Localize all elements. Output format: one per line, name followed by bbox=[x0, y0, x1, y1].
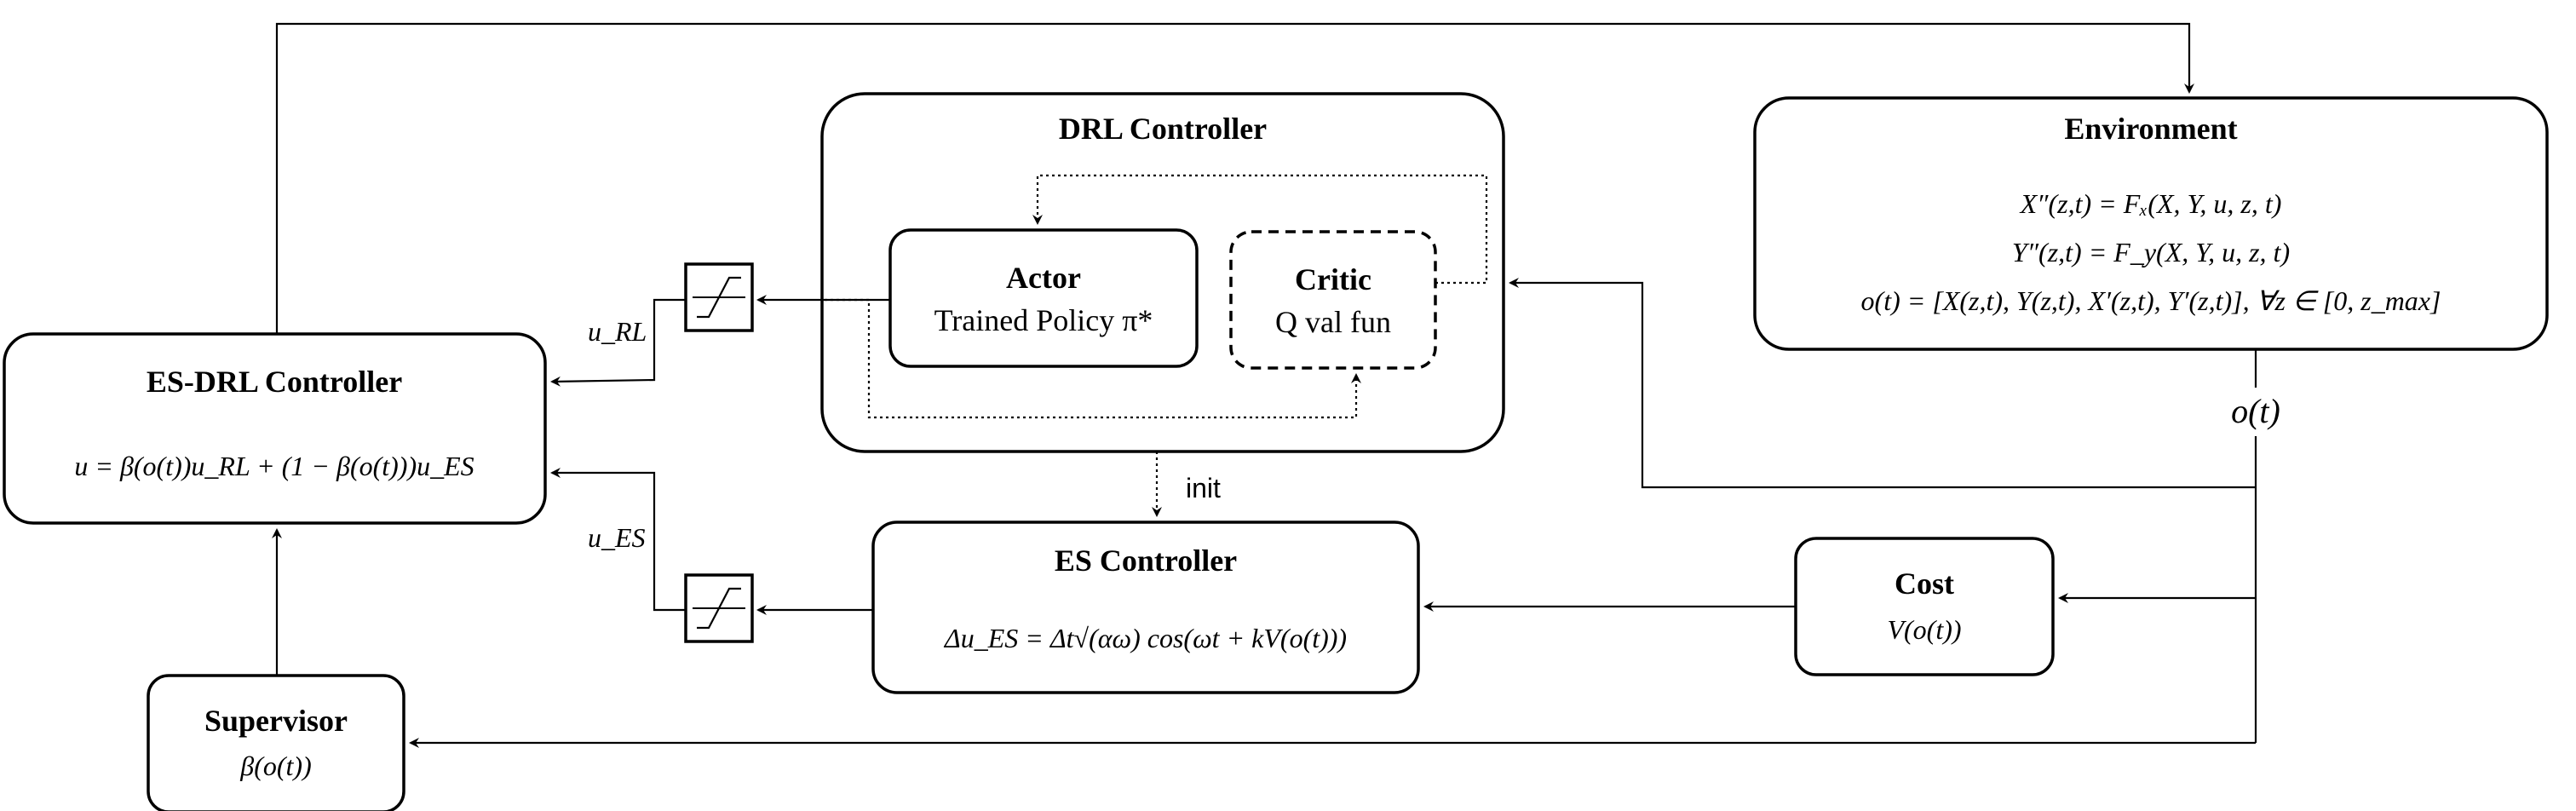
critic-title: Critic bbox=[1295, 262, 1371, 296]
es-controller-block: ES Controller Δu_ES = Δt√(αω) cos(ωt + k… bbox=[871, 521, 1420, 694]
environment-title: Environment bbox=[2064, 112, 2237, 146]
es-drl-controller-eq: u = β(o(t))u_RL + (1 − β(o(t)))u_ES bbox=[74, 451, 474, 481]
es-drl-controller-block: ES-DRL Controller u = β(o(t))u_RL + (1 −… bbox=[3, 332, 547, 525]
environment-block: Environment X″(z,t) = Fₓ(X, Y, u, z, t) … bbox=[1753, 96, 2549, 351]
label-u-rl: u_RL bbox=[588, 316, 647, 347]
label-observation: o(t) bbox=[2231, 392, 2280, 430]
supervisor-title: Supervisor bbox=[204, 704, 348, 738]
cost-block: Cost V(o(t)) bbox=[1794, 537, 2055, 676]
supervisor-block: Supervisor β(o(t)) bbox=[147, 674, 405, 811]
actor-block: Actor Trained Policy π* bbox=[888, 228, 1199, 368]
label-init: init bbox=[1186, 473, 1221, 503]
es-drl-controller-title: ES-DRL Controller bbox=[147, 365, 402, 399]
es-controller-eq: Δu_ES = Δt√(αω) cos(ωt + kV(o(t))) bbox=[943, 623, 1347, 653]
es-controller-title: ES Controller bbox=[1055, 544, 1237, 578]
edge-actor-to-critic-dotted bbox=[825, 298, 1361, 419]
critic-subtitle: Q val fun bbox=[1275, 305, 1391, 339]
actor-subtitle: Trained Policy π* bbox=[934, 303, 1153, 337]
cost-title: Cost bbox=[1895, 567, 1954, 601]
edge-observation-to-critic bbox=[1509, 278, 2256, 489]
edge-saturation-rl-to-esdrl bbox=[550, 298, 686, 387]
edge-esdrl-to-environment bbox=[275, 22, 2194, 334]
saturation-block-rl bbox=[684, 262, 754, 332]
label-u-es: u_ES bbox=[588, 522, 646, 553]
environment-eq-y: Y″(z,t) = F_y(X, Y, u, z, t) bbox=[2012, 237, 2290, 267]
environment-eq-x: X″(z,t) = Fₓ(X, Y, u, z, t) bbox=[2019, 188, 2282, 219]
edge-saturation-es-to-esdrl bbox=[550, 468, 686, 612]
saturation-block-es bbox=[684, 573, 754, 643]
critic-block: Critic Q val fun bbox=[1229, 230, 1437, 370]
supervisor-eq: β(o(t)) bbox=[239, 751, 311, 781]
environment-eq-o: o(t) = [X(z,t), Y(z,t), X′(z,t), Y′(z,t)… bbox=[1861, 285, 2441, 316]
actor-title: Actor bbox=[1006, 261, 1081, 295]
cost-eq: V(o(t)) bbox=[1887, 614, 1961, 645]
drl-controller-title: DRL Controller bbox=[1059, 112, 1267, 146]
